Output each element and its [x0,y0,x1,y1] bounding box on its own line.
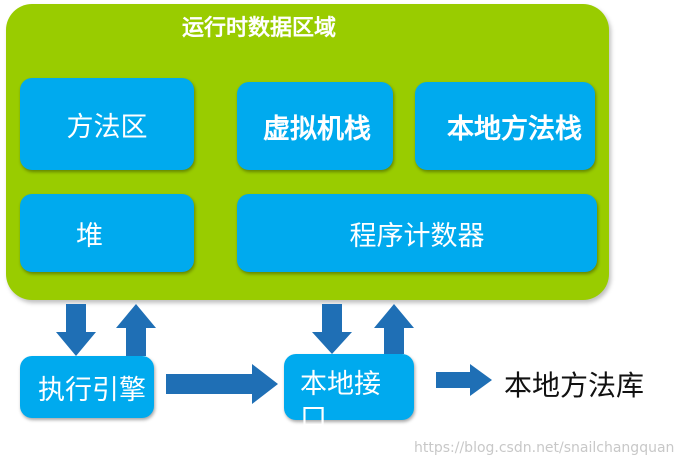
right-arrow-interface-to-library [436,364,492,396]
program-counter-box: 程序计数器 [237,194,597,272]
heap-label: 堆 [76,220,103,252]
method-area-label: 方法区 [66,111,148,143]
native-method-stack-label: 本地方法栈 [447,113,582,145]
runtime-data-area-title: 运行时数据区域 [182,16,337,41]
native-method-library-label: 本地方法库 [504,369,645,402]
execution-engine-label: 执行引擎 [38,374,146,406]
native-interface-label: 本地接口 [300,369,381,434]
native-interface-box: 本地接口 [284,354,414,434]
watermark-text: https://blog.csdn.net/snailchangquan [414,440,675,456]
method-area-box: 方法区 [20,78,194,170]
vm-stack-box: 虚拟机栈 [237,82,393,170]
down-arrow-heap-to-engine [56,304,96,356]
down-arrow-counter-to-interface [312,304,352,354]
program-counter-label: 程序计数器 [349,220,485,252]
up-arrow-engine-to-heap [116,304,156,356]
heap-box: 堆 [20,194,194,272]
native-method-stack-box: 本地方法栈 [415,82,595,170]
right-arrow-engine-to-interface [166,364,278,404]
execution-engine-box: 执行引擎 [20,356,154,418]
up-arrow-interface-to-counter [374,304,414,354]
vm-stack-label: 虚拟机栈 [263,113,371,145]
